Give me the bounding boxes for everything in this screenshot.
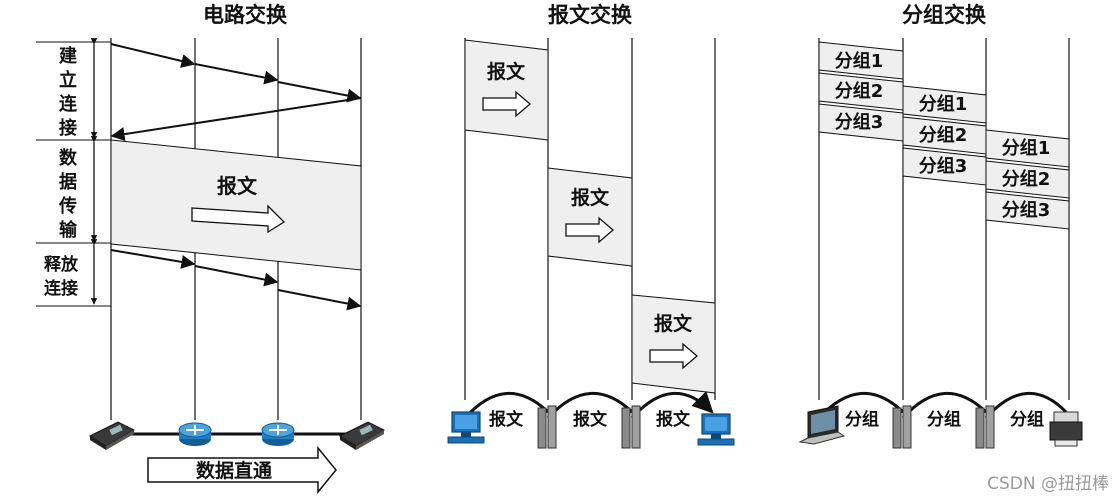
setup-label: 建 立 连 接 [59,45,78,139]
laptop-icon [800,406,844,444]
packet-cell: 分组3 [903,148,986,185]
message-block: 报文 [548,168,632,266]
message-hop-label: 报文 [573,409,608,430]
watermark: CSDN @扭扭棒 [987,469,1109,494]
packet-cell: 分组1 [819,42,903,79]
setup-char: 建 [59,45,77,67]
circuit-title: 电路交换 [203,3,288,27]
packet-label: 分组1 [1002,137,1051,159]
circuit-data-block [111,140,361,270]
packet-label: 分组3 [919,155,968,177]
packet-hop-label: 分组 [927,409,961,430]
message-block-label: 报文 [487,60,526,83]
packet-label: 分组1 [919,93,968,115]
packet-cell: 分组3 [986,192,1069,229]
packet-label: 分组1 [835,50,884,72]
packet-label: 分组3 [1002,199,1051,221]
message-block: 报文 [632,295,715,393]
router-icon [262,423,294,446]
packet-hop-label: 分组 [845,409,879,430]
packet-hop-label: 分组 [1010,409,1044,430]
circuit-message-label: 报文 [217,174,258,198]
message-block: 报文 [465,40,548,140]
packet-cell: 分组1 [986,130,1069,167]
packet-cell: 分组1 [903,86,986,123]
setup-char: 连 [59,93,78,115]
release-line: 连接 [44,278,78,299]
packet-cell: 分组3 [819,104,903,141]
printer-icon [1050,412,1082,446]
packet-cell: 分组2 [819,73,903,110]
setup-char: 接 [59,117,77,139]
packet-cell: 分组2 [986,161,1069,198]
router-icon [179,423,211,446]
packet-cell: 分组2 [903,117,986,154]
release-label: 释放 连接 [44,254,79,299]
message-block-label: 报文 [571,186,610,209]
data-char: 据 [59,171,77,193]
packet-switching-panel: 分组交换 分组1 分组2 分组3 分组1 分组2 [800,3,1082,448]
message-switching-panel: 报文交换 报文 报文 报文 报文 报文 [448,3,734,448]
setup-signal-arrows [111,44,361,136]
data-char: 输 [59,219,78,241]
data-label: 数 据 传 输 [58,147,78,241]
data-char: 数 [59,147,78,169]
data-char: 传 [58,195,77,217]
packet-label: 分组2 [919,124,968,146]
release-line: 释放 [44,254,79,275]
computer-icon [698,414,734,445]
packet-label: 分组2 [835,80,884,102]
packet-title: 分组交换 [902,3,987,27]
direct-path-label: 数据直通 [196,459,273,482]
circuit-switching-panel: 电路交换 建 立 连 接 数 [36,3,384,492]
setup-char: 立 [59,69,77,91]
message-hop-label: 报文 [489,409,524,430]
computer-icon [448,412,484,443]
message-hop-label: 报文 [656,409,691,430]
message-title: 报文交换 [548,3,633,27]
telephone-icon [340,422,384,450]
packet-label: 分组3 [835,111,884,133]
message-block-label: 报文 [654,312,693,335]
packet-label: 分组2 [1002,168,1051,190]
telephone-icon [90,422,134,450]
